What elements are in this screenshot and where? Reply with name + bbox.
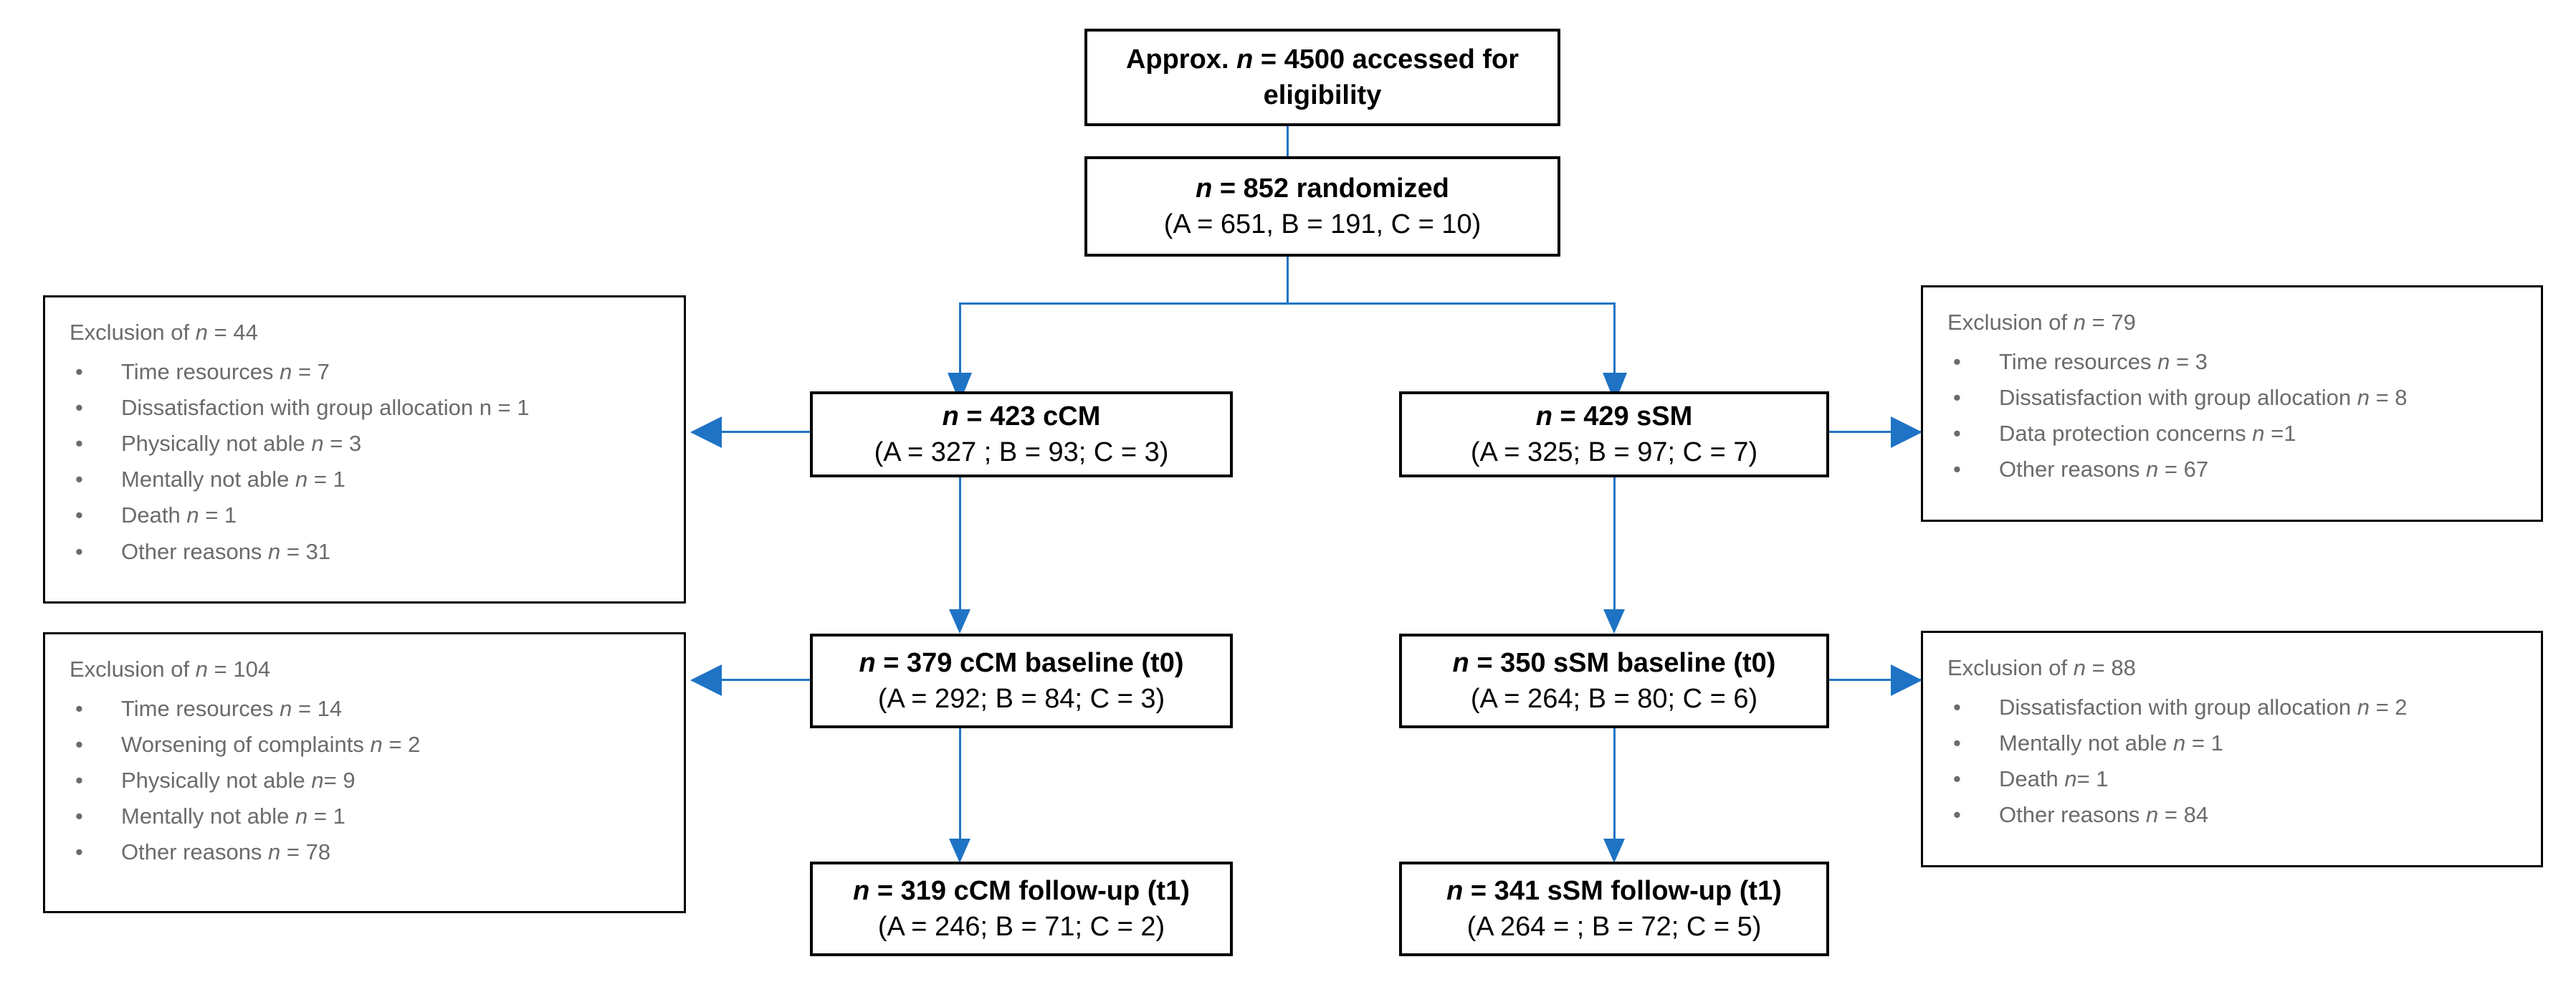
connector-ccm-baseline-to-followup (959, 728, 961, 840)
exclusion-right-bottom-title: Exclusion of n = 88 (1947, 655, 2136, 680)
arrowhead-to-ssm-baseline (1603, 609, 1625, 634)
box-randomized-line1: n = 852 randomized (1196, 173, 1449, 204)
exclusion-right-bottom-list: •Dissatisfaction with group allocation n… (1947, 690, 2541, 834)
list-item: •Other reasons n = 84 (1947, 797, 2541, 833)
arrowhead-right-exclusion-bottom (1891, 664, 1922, 696)
bullet-icon: • (1953, 730, 1961, 755)
connector-ccm-baseline-to-left-exclusion (720, 679, 814, 681)
list-item: •Other reasons n = 78 (70, 834, 684, 870)
bullet-icon: • (1953, 802, 1961, 828)
box-eligibility-line1: Approx. n = 4500 accessed for (1125, 44, 1520, 75)
connector-split-right-drop (1613, 302, 1616, 377)
bullet-icon: • (75, 467, 83, 492)
box-baseline-ccm-line2: (A = 292; B = 84; C = 3) (877, 684, 1165, 714)
arrowhead-to-ssm-followup (1603, 839, 1625, 863)
box-arm-ssm-line2: (A = 325; B = 97; C = 7) (1470, 437, 1758, 467)
connector-randomized-stem (1287, 257, 1289, 304)
connector-split-left-drop (959, 302, 961, 377)
list-item: •Mentally not able n = 1 (70, 799, 684, 834)
box-baseline-ccm: n = 379 cCM baseline (t0) (A = 292; B = … (810, 634, 1233, 728)
box-arm-ssm: n = 429 sSM (A = 325; B = 97; C = 7) (1399, 391, 1829, 477)
bullet-icon: • (75, 767, 83, 793)
arrowhead-right-exclusion-top (1891, 416, 1922, 448)
box-baseline-ssm-line2: (A = 264; B = 80; C = 6) (1470, 684, 1758, 714)
box-eligibility-line2: eligibility (1263, 80, 1382, 110)
list-item: •Other reasons n = 31 (70, 534, 684, 570)
list-item: •Other reasons n = 67 (1947, 452, 2541, 487)
list-item: •Dissatisfaction with group allocation n… (1947, 380, 2541, 416)
exclusion-left-top-title: Exclusion of n = 44 (70, 320, 258, 345)
box-arm-ssm-line1: n = 429 sSM (1535, 401, 1693, 432)
arrowhead-left-exclusion-top (690, 416, 722, 448)
bullet-icon: • (75, 502, 83, 528)
bullet-icon: • (1953, 694, 1961, 720)
box-followup-ssm-line1: n = 341 sSM follow-up (t1) (1446, 875, 1782, 906)
box-arm-ccm-line2: (A = 327 ; B = 93; C = 3) (874, 437, 1169, 467)
arrowhead-left-exclusion-bottom (690, 664, 722, 696)
connector-ccm-arm-to-baseline (959, 477, 961, 611)
box-followup-ccm-line1: n = 319 cCM follow-up (t1) (853, 875, 1190, 906)
box-arm-ccm: n = 423 cCM (A = 327 ; B = 93; C = 3) (810, 391, 1233, 477)
exclusion-right-top-title: Exclusion of n = 79 (1947, 310, 2136, 335)
bullet-icon: • (75, 394, 83, 420)
box-followup-ssm: n = 341 sSM follow-up (t1) (A 264 = ; B … (1399, 862, 1829, 956)
box-randomized: n = 852 randomized (A = 651, B = 191, C … (1084, 156, 1560, 257)
box-eligibility: Approx. n = 4500 accessed for eligibilit… (1084, 29, 1560, 126)
list-item: •Time resources n = 7 (70, 354, 684, 390)
list-item: •Dissatisfaction with group allocation n… (1947, 690, 2541, 725)
list-item: •Time resources n = 14 (70, 691, 684, 727)
bullet-icon: • (1953, 348, 1961, 374)
box-baseline-ssm: n = 350 sSM baseline (t0) (A = 264; B = … (1399, 634, 1829, 728)
connector-split-bus (959, 302, 1616, 305)
list-item: •Death n= 1 (1947, 761, 2541, 797)
list-item: •Physically not able n= 9 (70, 763, 684, 799)
bullet-icon: • (1953, 457, 1961, 482)
box-baseline-ssm-line1: n = 350 sSM baseline (t0) (1452, 647, 1776, 678)
arrowhead-to-ccm-followup (949, 839, 970, 863)
exclusion-right-top-list: •Time resources n = 3 •Dissatisfaction w… (1947, 344, 2541, 488)
box-arm-ccm-line1: n = 423 cCM (942, 401, 1101, 432)
bullet-icon: • (1953, 766, 1961, 791)
list-item: •Death n = 1 (70, 497, 684, 533)
exclusion-left-top-list: •Time resources n = 7 •Dissatisfaction w… (70, 354, 684, 570)
list-item: •Mentally not able n = 1 (70, 462, 684, 497)
connector-ssm-baseline-to-right-exclusion (1829, 679, 1922, 681)
exclusion-box-right-top: Exclusion of n = 79 •Time resources n = … (1921, 285, 2543, 522)
bullet-icon: • (75, 804, 83, 829)
connector-ssm-arm-to-baseline (1613, 477, 1616, 611)
list-item: •Physically not able n = 3 (70, 426, 684, 462)
exclusion-left-bottom-list: •Time resources n = 14 •Worsening of com… (70, 691, 684, 871)
list-item: •Worsening of complaints n = 2 (70, 727, 684, 763)
bullet-icon: • (75, 538, 83, 564)
bullet-icon: • (75, 839, 83, 865)
exclusion-left-bottom-title: Exclusion of n = 104 (70, 657, 271, 682)
bullet-icon: • (75, 358, 83, 384)
bullet-icon: • (75, 430, 83, 456)
box-followup-ssm-line2: (A 264 = ; B = 72; C = 5) (1466, 912, 1762, 942)
box-followup-ccm: n = 319 cCM follow-up (t1) (A = 246; B =… (810, 862, 1233, 956)
list-item: •Time resources n = 3 (1947, 344, 2541, 380)
box-baseline-ccm-line1: n = 379 cCM baseline (t0) (859, 647, 1184, 678)
bullet-icon: • (75, 731, 83, 757)
box-randomized-line2: (A = 651, B = 191, C = 10) (1163, 209, 1482, 239)
bullet-icon: • (75, 695, 83, 721)
arrowhead-to-ccm-baseline (949, 609, 970, 634)
exclusion-box-left-top: Exclusion of n = 44 •Time resources n = … (43, 295, 686, 604)
list-item: •Data protection concerns n =1 (1947, 416, 2541, 452)
exclusion-box-left-bottom: Exclusion of n = 104 •Time resources n =… (43, 632, 686, 913)
connector-ssm-arm-to-right-exclusion (1829, 431, 1922, 433)
exclusion-box-right-bottom: Exclusion of n = 88 •Dissatisfaction wit… (1921, 631, 2543, 867)
connector-ssm-baseline-to-followup (1613, 728, 1616, 840)
list-item: •Mentally not able n = 1 (1947, 725, 2541, 761)
bullet-icon: • (1953, 420, 1961, 446)
bullet-icon: • (1953, 384, 1961, 410)
connector-ccm-arm-to-left-exclusion (720, 431, 814, 433)
connector-eligibility-to-randomized (1287, 126, 1289, 156)
list-item: •Dissatisfaction with group allocation n… (70, 390, 684, 426)
box-followup-ccm-line2: (A = 246; B = 71; C = 2) (877, 912, 1165, 942)
